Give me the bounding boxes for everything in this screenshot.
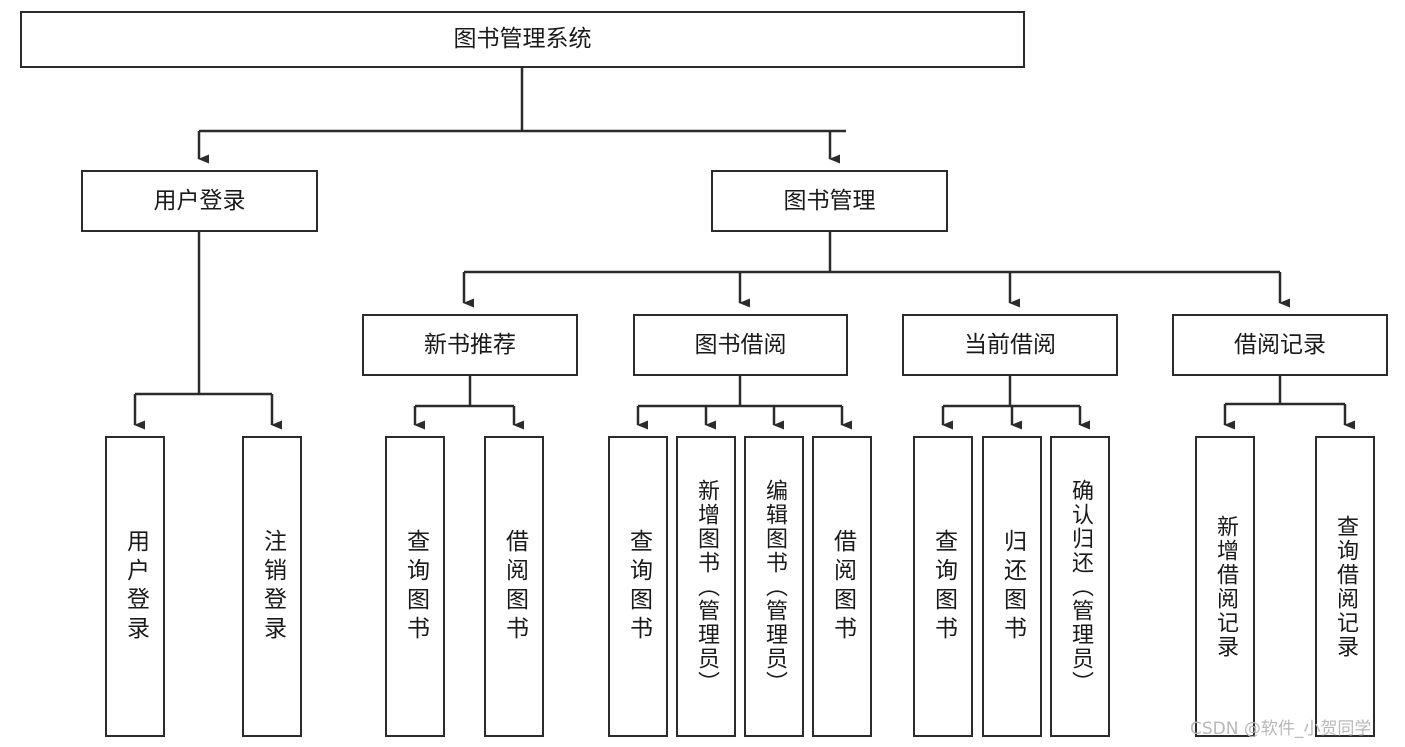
- leaf-borrow-book[interactable]: 借阅图书: [812, 436, 872, 737]
- node-root-system[interactable]: 图书管理系统: [20, 11, 1025, 68]
- node-user-login[interactable]: 用户登录: [81, 170, 318, 232]
- node-book-management[interactable]: 图书管理: [711, 170, 948, 232]
- node-label: 新书推荐: [424, 331, 516, 358]
- node-label: 查询图书: [402, 528, 429, 645]
- node-label: 查询图书: [625, 528, 652, 645]
- leaf-query-book-current[interactable]: 查询图书: [913, 436, 973, 737]
- leaf-add-book-admin[interactable]: 新增图书（管理员）: [676, 436, 736, 737]
- node-label: 当前借阅: [964, 331, 1056, 358]
- node-label: 归还图书: [999, 528, 1026, 645]
- node-label: 用户登录: [153, 187, 246, 214]
- node-label: 图书管理系统: [453, 26, 592, 53]
- leaf-user-login[interactable]: 用户登录: [105, 436, 165, 737]
- node-label: 新增借阅记录: [1213, 514, 1238, 659]
- node-new-book-recommend[interactable]: 新书推荐: [362, 314, 578, 376]
- leaf-query-book-borrow[interactable]: 查询图书: [608, 436, 668, 737]
- leaf-user-logout[interactable]: 注销登录: [242, 436, 302, 737]
- node-label: 图书借阅: [694, 331, 787, 358]
- node-label: 图书管理: [783, 187, 876, 214]
- node-label: 注销登录: [259, 528, 286, 645]
- leaf-query-borrow-record[interactable]: 查询借阅记录: [1315, 436, 1375, 737]
- node-label: 编辑图书（管理员）: [762, 478, 787, 695]
- node-label: 借阅记录: [1234, 331, 1326, 358]
- leaf-add-borrow-record[interactable]: 新增借阅记录: [1195, 436, 1255, 737]
- node-book-borrow[interactable]: 图书借阅: [633, 314, 848, 376]
- node-label: 查询借阅记录: [1333, 514, 1358, 659]
- node-label: 借阅图书: [829, 528, 856, 645]
- leaf-query-book-recommend[interactable]: 查询图书: [385, 436, 445, 737]
- node-current-borrow[interactable]: 当前借阅: [902, 314, 1118, 376]
- node-label: 新增图书（管理员）: [694, 478, 719, 695]
- leaf-return-book[interactable]: 归还图书: [982, 436, 1042, 737]
- node-label: 查询图书: [930, 528, 957, 645]
- node-label: 借阅图书: [501, 528, 528, 645]
- node-label: 确认归还（管理员）: [1068, 478, 1093, 695]
- leaf-confirm-return-admin[interactable]: 确认归还（管理员）: [1050, 436, 1110, 737]
- watermark-text: CSDN @软件_小贺同学: [1190, 719, 1372, 739]
- leaf-borrow-book-recommend[interactable]: 借阅图书: [484, 436, 544, 737]
- leaf-edit-book-admin[interactable]: 编辑图书（管理员）: [744, 436, 804, 737]
- node-borrow-record[interactable]: 借阅记录: [1172, 314, 1388, 376]
- node-label: 用户登录: [122, 528, 149, 645]
